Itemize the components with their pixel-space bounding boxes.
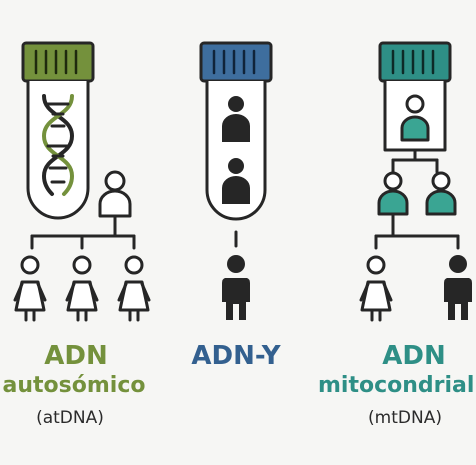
ychrom-title: ADN-Y [191, 341, 281, 371]
male-figures-icon [222, 96, 250, 204]
mito-subtitle: mitocondrial [318, 373, 475, 398]
mito-parent-figures [377, 171, 457, 216]
autosomal-parent-figure [98, 170, 132, 218]
autosomal-child-figures [13, 255, 151, 322]
male-child-figure [444, 255, 472, 320]
mito-lower-tree-lines [374, 212, 460, 250]
female-child-figure [117, 255, 151, 322]
autosomal-panel [13, 41, 151, 322]
ychrom-panel [199, 41, 273, 320]
autosomal-title: ADN [44, 341, 108, 371]
mito-child-figures [359, 255, 472, 322]
autosomal-vial [21, 41, 95, 220]
female-child-figure [359, 255, 393, 322]
ychrom-vial-tube [205, 79, 267, 221]
mito-vial [378, 41, 452, 152]
mito-panel [359, 41, 472, 322]
female-child-figure [65, 255, 99, 322]
autosomal-abbr: (atDNA) [36, 408, 104, 428]
female-child-figure [13, 255, 47, 322]
mito-abbr: (mtDNA) [368, 408, 442, 428]
autosomal-subtitle: autosómico [2, 373, 146, 398]
autosomal-vial-cap [21, 41, 95, 83]
mito-title: ADN [382, 341, 446, 371]
autosomal-tree-lines [30, 214, 136, 250]
dna-helix-icon [42, 94, 74, 196]
autosomal-vial-tube [26, 79, 90, 220]
ychrom-vial-cap [199, 41, 273, 83]
ychrom-male-figure [222, 255, 250, 320]
mito-upper-tree-lines [391, 148, 439, 174]
ychrom-vial [199, 41, 273, 221]
female-figure-icon [400, 94, 430, 142]
mito-vial-cap [378, 41, 452, 83]
